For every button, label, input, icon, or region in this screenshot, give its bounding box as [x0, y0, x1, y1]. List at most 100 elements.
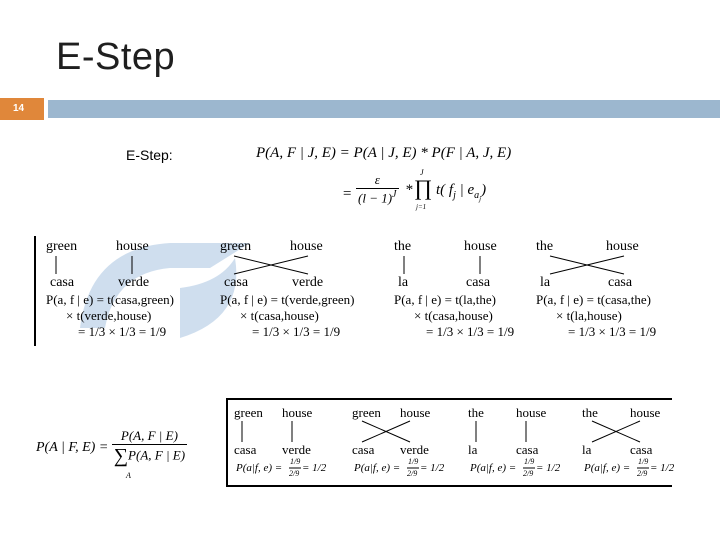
- align-f1: la: [398, 275, 409, 290]
- formula-bottom-num: P(A, F | E): [111, 428, 188, 445]
- norm-num: 1/9: [408, 457, 419, 466]
- norm-num: 1/9: [524, 457, 535, 466]
- norm-f1: la: [582, 442, 592, 457]
- norm-den: 2/9: [523, 469, 534, 478]
- norm-result: = 1/2: [536, 462, 561, 474]
- slide-number: 14: [13, 103, 25, 114]
- norm-den: 2/9: [407, 469, 418, 478]
- watermark-logo: [80, 243, 250, 338]
- align-f1: la: [540, 275, 551, 290]
- norm-e1: green: [352, 405, 381, 420]
- norm-f1: casa: [352, 442, 375, 457]
- formula-top-term: t( fj | eaj): [436, 182, 486, 203]
- align-prob: P(a, f | e) = t(casa,the): [536, 292, 651, 307]
- align-e1: the: [394, 239, 412, 254]
- formula-top-term-close: ): [481, 182, 487, 198]
- align-f2: casa: [608, 275, 633, 290]
- formula-top-product: ∏: [414, 175, 433, 200]
- formula-top-term-mid: | e: [455, 182, 475, 198]
- align-prob: P(a, f | e) = t(la,the): [394, 292, 496, 307]
- norm-result: = 1/2: [420, 462, 445, 474]
- norm-e2: house: [516, 405, 547, 420]
- align-f2: verde: [118, 275, 150, 290]
- norm-result: = 1/2: [650, 462, 675, 474]
- formula-top-term-sub2: a: [474, 190, 480, 201]
- align-prob-2: × t(casa,house): [414, 308, 493, 323]
- align-e2: house: [464, 239, 497, 254]
- align-result: = 1/3 × 1/3 = 1/9: [78, 324, 167, 339]
- norm-f2: verde: [400, 442, 429, 457]
- align-result: = 1/3 × 1/3 = 1/9: [426, 324, 515, 339]
- panel-divider: [34, 236, 36, 346]
- formula-top-prod-bottom: j=1: [416, 203, 427, 211]
- norm-e1: the: [468, 405, 484, 420]
- norm-e1: green: [234, 405, 263, 420]
- formula-bottom-lhs: P(A | F, E) =: [36, 440, 109, 456]
- formula-top-line1: P(A, F | J, E) = P(A | J, E) * P(F | A, …: [256, 145, 512, 161]
- norm-e1: the: [582, 405, 598, 420]
- normalized-box: [226, 398, 672, 487]
- norm-prob: P(a|f, e) =: [236, 462, 283, 474]
- norm-e2: house: [630, 405, 661, 420]
- align-prob-2: × t(casa,house): [240, 308, 319, 323]
- norm-num: 1/9: [290, 457, 301, 466]
- norm-num: 1/9: [638, 457, 649, 466]
- normalized-link: [591, 420, 641, 443]
- slide-title: E-Step: [56, 36, 176, 78]
- formula-top-eq: =: [342, 186, 353, 202]
- align-f2: casa: [466, 275, 491, 290]
- align-prob-2: × t(la,house): [556, 308, 622, 323]
- align-e2: house: [290, 239, 323, 254]
- alignment-link: [549, 255, 625, 275]
- align-prob-2: × t(verde,house): [66, 308, 152, 323]
- estep-label: E-Step:: [126, 147, 173, 163]
- formula-top-fraction: ε (l − 1)J: [356, 172, 399, 206]
- formula-bottom-den: P(A, F | E): [128, 447, 186, 463]
- formula-top-times: *: [405, 182, 413, 198]
- align-e1: green: [46, 239, 78, 254]
- formula-bottom: P(A | F, E) = P(A, F | E) ∑P(A, F | E): [36, 428, 188, 468]
- norm-den: 2/9: [637, 469, 648, 478]
- formula-top-term-sub: j: [453, 190, 456, 201]
- formula-top-frac-num: ε: [356, 172, 399, 189]
- formula-top-term-sub3: j: [479, 195, 482, 203]
- alignment-link: [233, 255, 309, 275]
- norm-result: = 1/2: [302, 462, 327, 474]
- norm-prob: P(a|f, e) =: [584, 462, 631, 474]
- align-f2: verde: [292, 275, 324, 290]
- slide-number-badge: 14: [0, 98, 44, 120]
- norm-den: 2/9: [289, 469, 300, 478]
- norm-e2: house: [282, 405, 313, 420]
- align-f1: casa: [50, 275, 75, 290]
- formula-top-term-t: t( f: [436, 182, 454, 198]
- align-result: = 1/3 × 1/3 = 1/9: [252, 324, 341, 339]
- norm-f1: la: [468, 442, 478, 457]
- formula-bottom-sum-sub: A: [126, 471, 131, 480]
- formula-top-den-exp: J: [392, 189, 397, 200]
- norm-f2: verde: [282, 442, 311, 457]
- align-f1: casa: [224, 275, 249, 290]
- formula-bottom-sum: ∑: [113, 445, 129, 467]
- norm-f2: casa: [516, 442, 539, 457]
- norm-e2: house: [400, 405, 431, 420]
- norm-prob: P(a|f, e) =: [470, 462, 517, 474]
- align-prob: P(a, f | e) = t(verde,green): [220, 292, 355, 307]
- align-e1: green: [220, 239, 252, 254]
- align-e1: the: [536, 239, 554, 254]
- formula-top-prod-top: J: [420, 168, 424, 177]
- align-e2: house: [116, 239, 149, 254]
- norm-prob: P(a|f, e) =: [354, 462, 401, 474]
- align-prob: P(a, f | e) = t(casa,green): [46, 292, 174, 307]
- align-e2: house: [606, 239, 639, 254]
- normalized-link: [361, 420, 411, 443]
- norm-f2: casa: [630, 442, 653, 457]
- formula-top-frac-den: (l − 1): [358, 190, 393, 206]
